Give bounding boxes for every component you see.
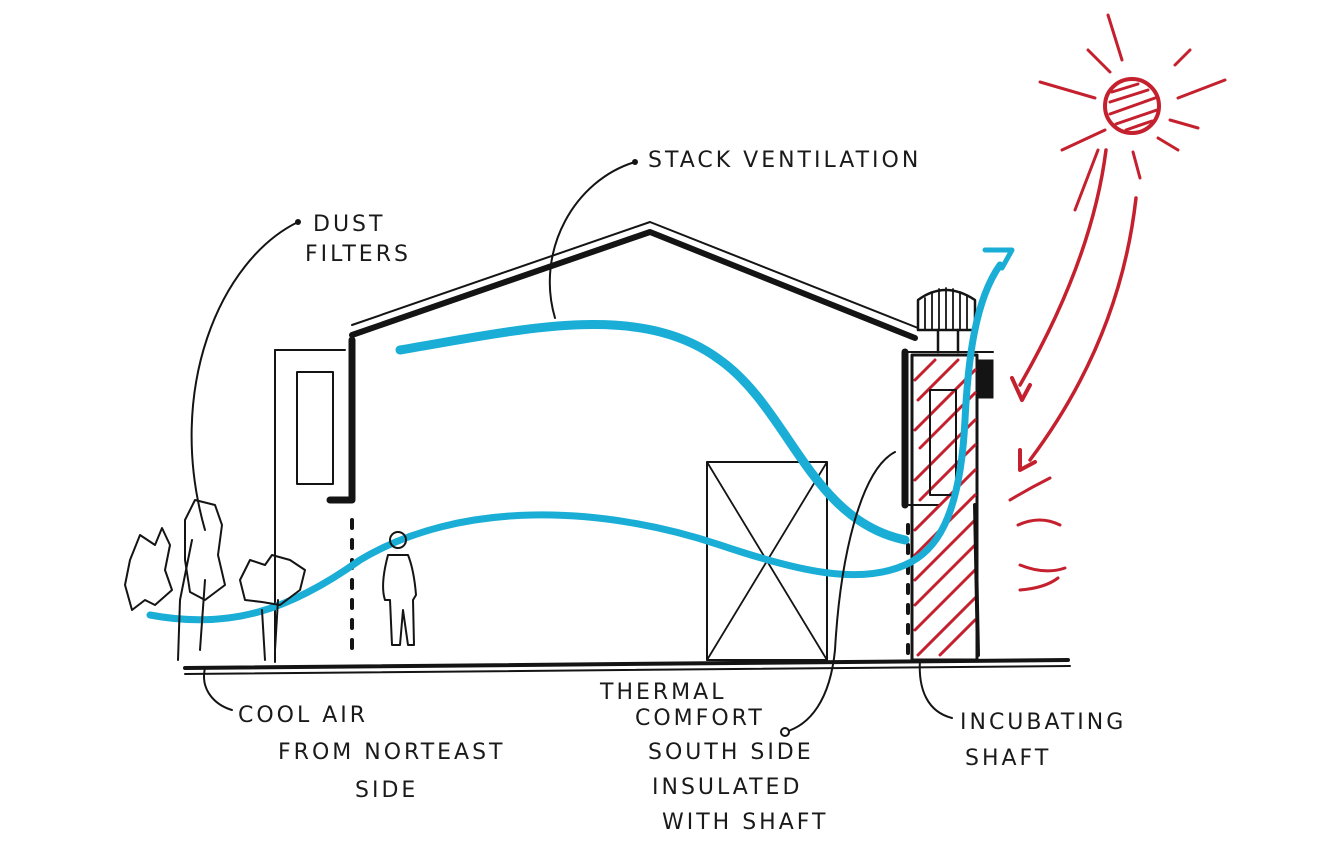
cool-air-leader	[203, 667, 233, 711]
label-stack-ventilation: STACK VENTILATION	[648, 148, 922, 173]
ground-line	[183, 658, 1071, 675]
airflow-arrowhead	[982, 247, 1015, 271]
label-dust-filters-line1: DUST	[313, 212, 386, 237]
label-south-side-line2: INSULATED	[652, 775, 803, 800]
label-cool-air-line1: COOL AIR	[238, 703, 369, 728]
stack-ventilation-leader	[548, 161, 636, 319]
person-icon	[382, 531, 417, 646]
label-incubating-shaft-line1: INCUBATING	[960, 710, 1127, 735]
label-cool-air-line3: SIDE	[355, 778, 419, 803]
label-dust-filters-line2: FILTERS	[305, 242, 411, 267]
label-thermal-comfort-line1: THERMAL	[600, 680, 727, 705]
leader-lines	[190, 159, 953, 737]
label-south-side-line3: WITH SHAFT	[662, 810, 829, 835]
label-incubating-shaft-line2: SHAFT	[965, 746, 1052, 771]
airflow-paths	[146, 247, 1015, 624]
label-thermal-comfort-line2: COMFORT	[635, 706, 765, 731]
label-cool-air-line2: FROM NORTEAST	[278, 740, 506, 765]
dust-filters-leader	[190, 221, 299, 531]
incubating-shaft	[904, 287, 994, 662]
plant-icon	[124, 499, 306, 661]
shaft-leader	[918, 659, 953, 719]
south-side-leader	[784, 451, 896, 733]
turbine-vent-icon	[916, 287, 977, 354]
left-window	[296, 371, 334, 485]
label-south-side-line1: SOUTH SIDE	[648, 740, 814, 765]
sun-icon	[1008, 13, 1227, 592]
